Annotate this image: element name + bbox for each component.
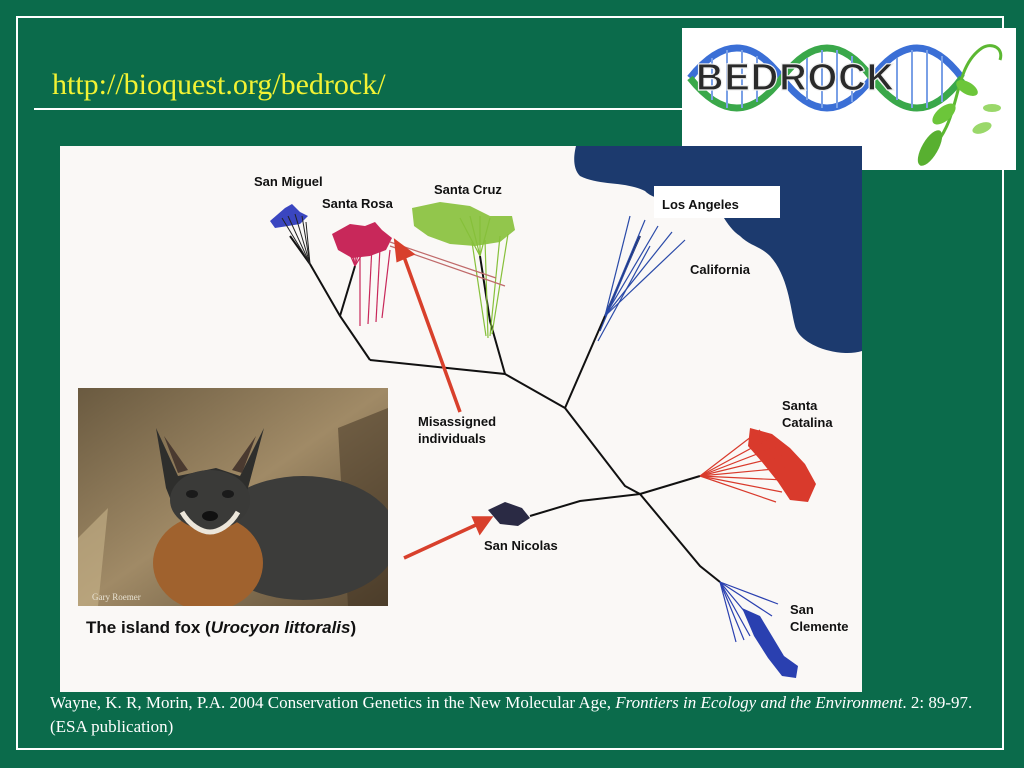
san-miguel-island — [270, 204, 308, 228]
los-angeles-label: Los Angeles — [662, 197, 739, 212]
santa-catalina-label-line1: Santa — [782, 398, 818, 413]
santa-catalina-label-line2: Catalina — [782, 415, 833, 430]
island-fox-phylogeny-figure: Los Angeles California — [60, 146, 862, 692]
dna-logo-graphic: BEDROCK — [687, 44, 1003, 166]
santa-cruz-label: Santa Cruz — [434, 182, 502, 197]
slide-frame — [16, 16, 1004, 750]
slide-url[interactable]: http://bioquest.org/bedrock/ — [52, 68, 386, 101]
figure-caption: The island fox (Urocyon littoralis) — [86, 618, 356, 638]
misassigned-label-line1: Misassigned — [418, 414, 496, 429]
santa-rosa-label: Santa Rosa — [322, 196, 394, 211]
logo-text: BEDROCK — [696, 57, 895, 99]
phylogeny-diagram: Los Angeles California — [254, 146, 862, 678]
san-clemente-label-line1: San — [790, 602, 814, 617]
san-clemente-label-line2: Clemente — [790, 619, 849, 634]
island-fox-photo: Gary Roemer — [78, 388, 388, 606]
citation-journal: Frontiers in Ecology and the Environment — [615, 693, 903, 712]
misassigned-label-line2: individuals — [418, 431, 486, 446]
san-nicolas-label: San Nicolas — [484, 538, 558, 553]
santa-catalina-island — [748, 428, 816, 502]
san-nicolas-island — [488, 502, 530, 526]
fox-illustration: Gary Roemer — [78, 388, 388, 606]
photo-credit: Gary Roemer — [92, 592, 141, 602]
caption-species: Urocyon littoralis — [210, 618, 351, 637]
mainland-coast — [574, 146, 862, 354]
title-rule — [34, 108, 686, 110]
caption-prefix: The island fox ( — [86, 618, 211, 637]
citation-volume: . 2: 89-97. (ESA publication) — [50, 693, 973, 736]
citation-authors: Wayne, K. R, Morin, P.A. 2004 Conservati… — [50, 693, 616, 712]
san-miguel-label: San Miguel — [254, 174, 323, 189]
citation: Wayne, K. R, Morin, P.A. 2004 Conservati… — [50, 691, 980, 739]
caption-suffix: ) — [350, 618, 357, 637]
california-label: California — [690, 262, 751, 277]
